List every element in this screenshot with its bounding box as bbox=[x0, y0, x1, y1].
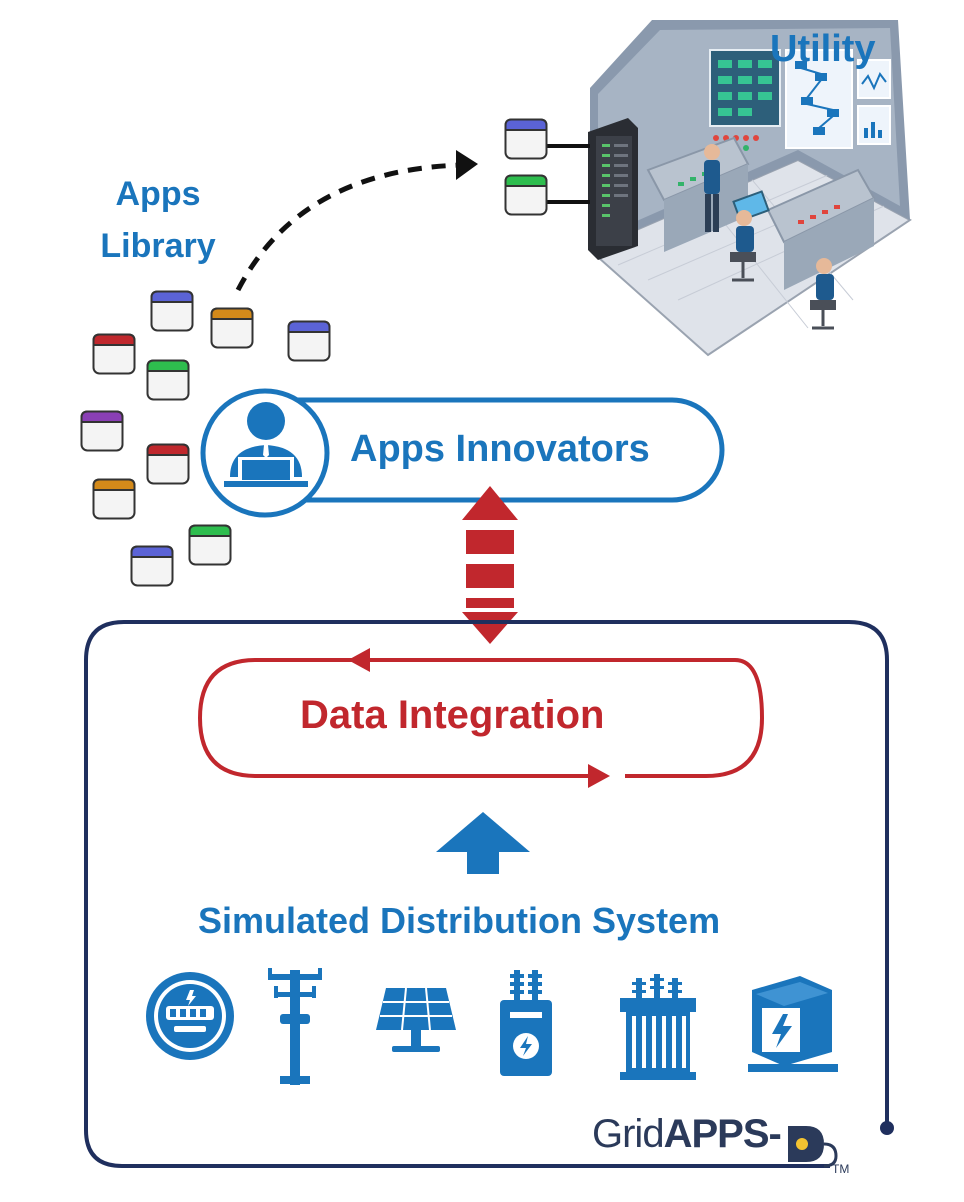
data-loop-arrow-right bbox=[588, 764, 610, 788]
data-integration-label: Data Integration bbox=[300, 693, 605, 737]
data-loop-arrow-left bbox=[348, 648, 370, 672]
data-loop-top bbox=[197, 658, 735, 778]
substation-transformer-icon bbox=[620, 974, 696, 1080]
utility-control-room-illustration bbox=[546, 20, 912, 357]
utility-title: Utility bbox=[770, 28, 876, 70]
app-tile-red bbox=[92, 333, 136, 375]
meter-icon bbox=[146, 972, 234, 1060]
upward-arrow bbox=[436, 812, 530, 874]
app-tile-green bbox=[146, 359, 190, 401]
solar-panel-icon bbox=[376, 987, 456, 1052]
app-tile-orange bbox=[92, 478, 136, 520]
app-tile-orange bbox=[210, 307, 254, 349]
app-tile-green bbox=[188, 524, 232, 566]
apps-library-title: Apps Library bbox=[78, 168, 238, 272]
gridapps-d-logo: GridAPPS-D bbox=[592, 1112, 809, 1157]
frame-endpoint bbox=[880, 1121, 894, 1135]
operator-seated-1 bbox=[730, 210, 756, 282]
innovator-person-icon bbox=[224, 402, 308, 487]
gridapps-plug-icon bbox=[788, 1126, 838, 1168]
app-tile-blue bbox=[287, 320, 331, 362]
app-tile-blue bbox=[150, 290, 194, 332]
deploy-arrowhead bbox=[456, 150, 478, 180]
electrical-box-icon bbox=[748, 976, 838, 1072]
logo-grid-text: Grid bbox=[592, 1112, 665, 1156]
data-loop-right bbox=[625, 658, 765, 778]
apps-innovators-label: Apps Innovators bbox=[350, 428, 650, 470]
utility-pole-icon bbox=[268, 968, 322, 1085]
utility-app-tile-blue bbox=[504, 118, 548, 160]
logo-apps-text: APPS- bbox=[663, 1112, 782, 1156]
deploy-dashed-arrow bbox=[235, 162, 463, 292]
app-tile-purple bbox=[80, 410, 124, 452]
operator-seated-2 bbox=[810, 258, 836, 330]
operator-standing bbox=[704, 144, 720, 232]
simulated-distribution-system-label: Simulated Distribution System bbox=[198, 900, 721, 941]
logo-d-text: D bbox=[781, 1112, 809, 1156]
equipment-icon-row bbox=[146, 968, 838, 1085]
app-tile-red bbox=[146, 443, 190, 485]
apps-library-line-1: Apps bbox=[115, 175, 201, 213]
transformer-icon bbox=[500, 970, 552, 1076]
system-frame bbox=[84, 620, 889, 1168]
trademark-mark: TM bbox=[832, 1162, 850, 1176]
app-tile-blue bbox=[130, 545, 174, 587]
utility-app-tile-green bbox=[504, 174, 548, 216]
apps-library-line-2: Library bbox=[100, 227, 216, 265]
